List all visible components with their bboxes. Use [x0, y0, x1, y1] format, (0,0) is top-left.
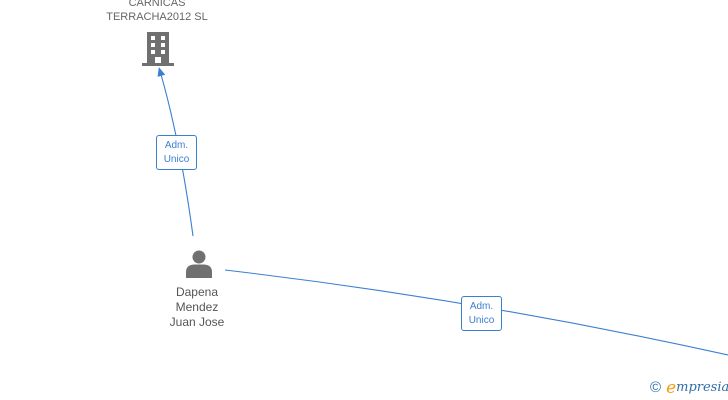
- company-name-line-1: CARNICAS: [128, 0, 186, 9]
- brand-name: mpresia: [676, 380, 728, 395]
- person-icon[interactable]: [184, 249, 214, 279]
- empresia-watermark: © e mpresia: [650, 379, 728, 397]
- person-name-line-3: Juan Jose: [169, 315, 225, 329]
- company-name[interactable]: CARNICAS TERRACHA2012 SL: [87, 0, 227, 24]
- company-name-line-2: TERRACHA2012 SL: [106, 11, 208, 23]
- person-name-line-2: Mendez: [175, 300, 219, 314]
- edge-label-adm-unico[interactable]: Adm. Unico: [156, 135, 197, 170]
- person-name[interactable]: Dapena Mendez Juan Jose: [147, 285, 247, 330]
- person-name-line-1: Dapena: [175, 285, 219, 299]
- edge-label-line-1: Adm.: [469, 301, 494, 312]
- edge-label-line-2: Unico: [163, 154, 190, 165]
- brand-initial: e: [666, 378, 677, 398]
- building-icon[interactable]: [141, 31, 175, 67]
- edge-label-line-1: Adm.: [164, 140, 189, 151]
- edge-label-adm-unico[interactable]: Adm. Unico: [461, 296, 502, 331]
- copyright-icon: ©: [650, 379, 662, 396]
- edge-label-line-2: Unico: [468, 315, 495, 326]
